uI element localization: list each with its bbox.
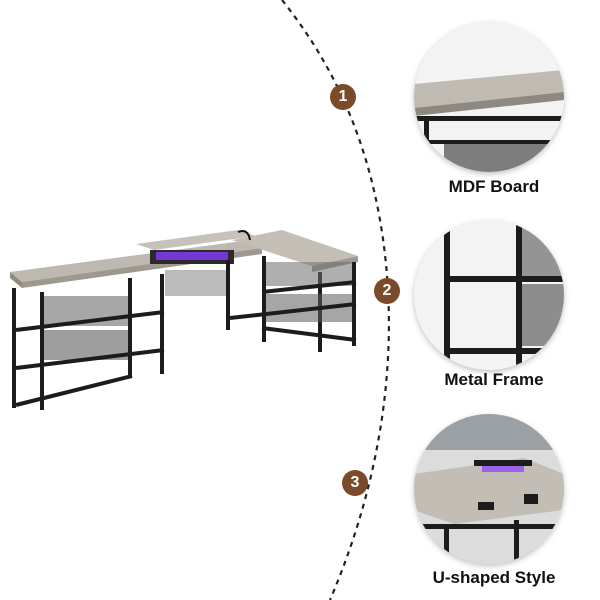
step-2-badge: 2 [374, 278, 400, 304]
mdf-board-label: MDF Board [448, 177, 540, 196]
step-3-badge: 3 [342, 470, 368, 496]
mdf-board-photo [414, 22, 564, 172]
l-shaped-desk-image [10, 230, 358, 410]
step-1-badge: 1 [330, 84, 356, 110]
metal-frame-photo [414, 220, 564, 370]
metal-frame-label: Metal Frame [444, 370, 544, 389]
u-shaped-style-photo [414, 414, 564, 564]
u-shaped-style-label: U-shaped Style [432, 568, 556, 587]
